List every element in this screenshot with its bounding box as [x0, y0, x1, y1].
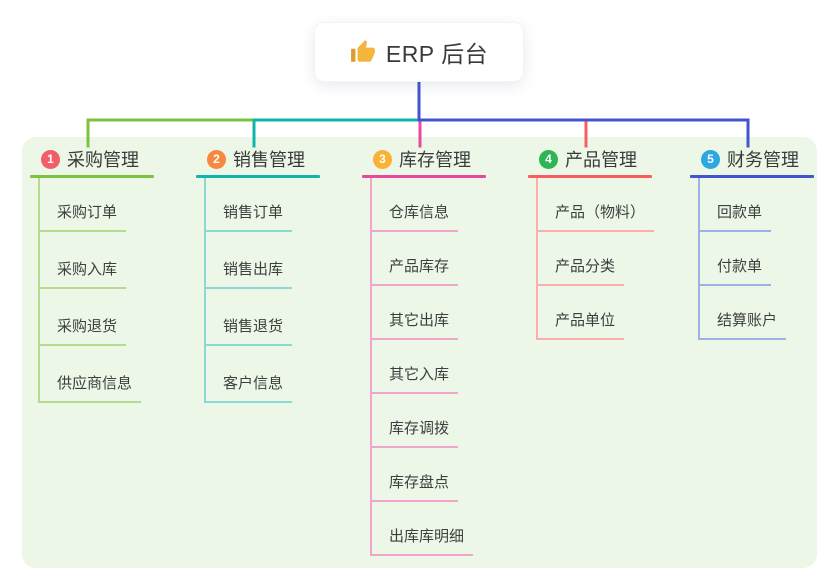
mindmap-panel [22, 137, 817, 568]
child-topic[interactable]: 回款单 [698, 205, 772, 232]
child-topic[interactable]: 销售订单 [204, 205, 293, 232]
branch-header[interactable]: 4 产品管理 [528, 147, 637, 171]
child-topic[interactable]: 产品单位 [536, 313, 625, 340]
child-topic[interactable]: 其它出库 [370, 313, 459, 340]
child-topic[interactable]: 采购入库 [38, 262, 127, 289]
branch-column: 1 采购管理采购订单采购入库采购退货供应商信息 [30, 145, 202, 575]
branch-label: 产品管理 [565, 150, 637, 170]
branch-number-badge: 2 [207, 149, 226, 169]
child-topic[interactable]: 付款单 [698, 259, 772, 286]
child-topic[interactable]: 出库库明细 [370, 529, 474, 556]
child-topic[interactable]: 采购退货 [38, 319, 127, 346]
child-topic[interactable]: 产品分类 [536, 259, 625, 286]
child-topic[interactable]: 库存盘点 [370, 475, 459, 502]
branch-column: 5 财务管理回款单付款单结算账户 [690, 145, 839, 575]
branch-underline [30, 175, 154, 178]
child-topic[interactable]: 产品（物料） [536, 205, 655, 232]
branch-header[interactable]: 3 库存管理 [362, 147, 471, 171]
branch-children-line [38, 178, 40, 402]
root-title: ERP 后台 [385, 41, 489, 67]
branch-number-badge: 1 [41, 149, 60, 169]
branch-children-line [536, 178, 538, 339]
branch-children-line [698, 178, 700, 339]
branch-underline [690, 175, 814, 178]
child-topic[interactable]: 客户信息 [204, 376, 293, 403]
branch-number-badge: 5 [701, 149, 720, 169]
branch-children-line [204, 178, 206, 402]
branch-column: 3 库存管理仓库信息产品库存其它出库其它入库库存调拨库存盘点出库库明细 [362, 145, 534, 575]
branch-header[interactable]: 2 销售管理 [196, 147, 305, 171]
child-topic[interactable]: 采购订单 [38, 205, 127, 232]
branch-label: 销售管理 [233, 150, 305, 170]
branch-underline [528, 175, 652, 178]
child-topic[interactable]: 库存调拨 [370, 421, 459, 448]
root-node[interactable]: ERP 后台 [314, 22, 524, 82]
branch-underline [362, 175, 486, 178]
branch-column: 4 产品管理产品（物料） 产品分类产品单位 [528, 145, 700, 575]
branch-column: 2 销售管理销售订单销售出库销售退货客户信息 [196, 145, 368, 575]
branch-label: 库存管理 [399, 150, 471, 170]
branch-label: 采购管理 [67, 150, 139, 170]
branch-underline [196, 175, 320, 178]
branch-label: 财务管理 [727, 150, 799, 170]
child-topic[interactable]: 销售退货 [204, 319, 293, 346]
child-topic[interactable]: 销售出库 [204, 262, 293, 289]
branch-header[interactable]: 5 财务管理 [690, 147, 799, 171]
branch-header[interactable]: 1 采购管理 [30, 147, 139, 171]
child-topic[interactable]: 其它入库 [370, 367, 459, 394]
branch-number-badge: 4 [539, 149, 558, 169]
child-topic[interactable]: 产品库存 [370, 259, 459, 286]
branch-number-badge: 3 [373, 149, 392, 169]
child-topic[interactable]: 供应商信息 [38, 376, 142, 403]
thumbs-up-icon [350, 40, 375, 62]
child-topic[interactable]: 结算账户 [698, 313, 787, 340]
child-topic[interactable]: 仓库信息 [370, 205, 459, 232]
branch-children-line [370, 178, 372, 555]
